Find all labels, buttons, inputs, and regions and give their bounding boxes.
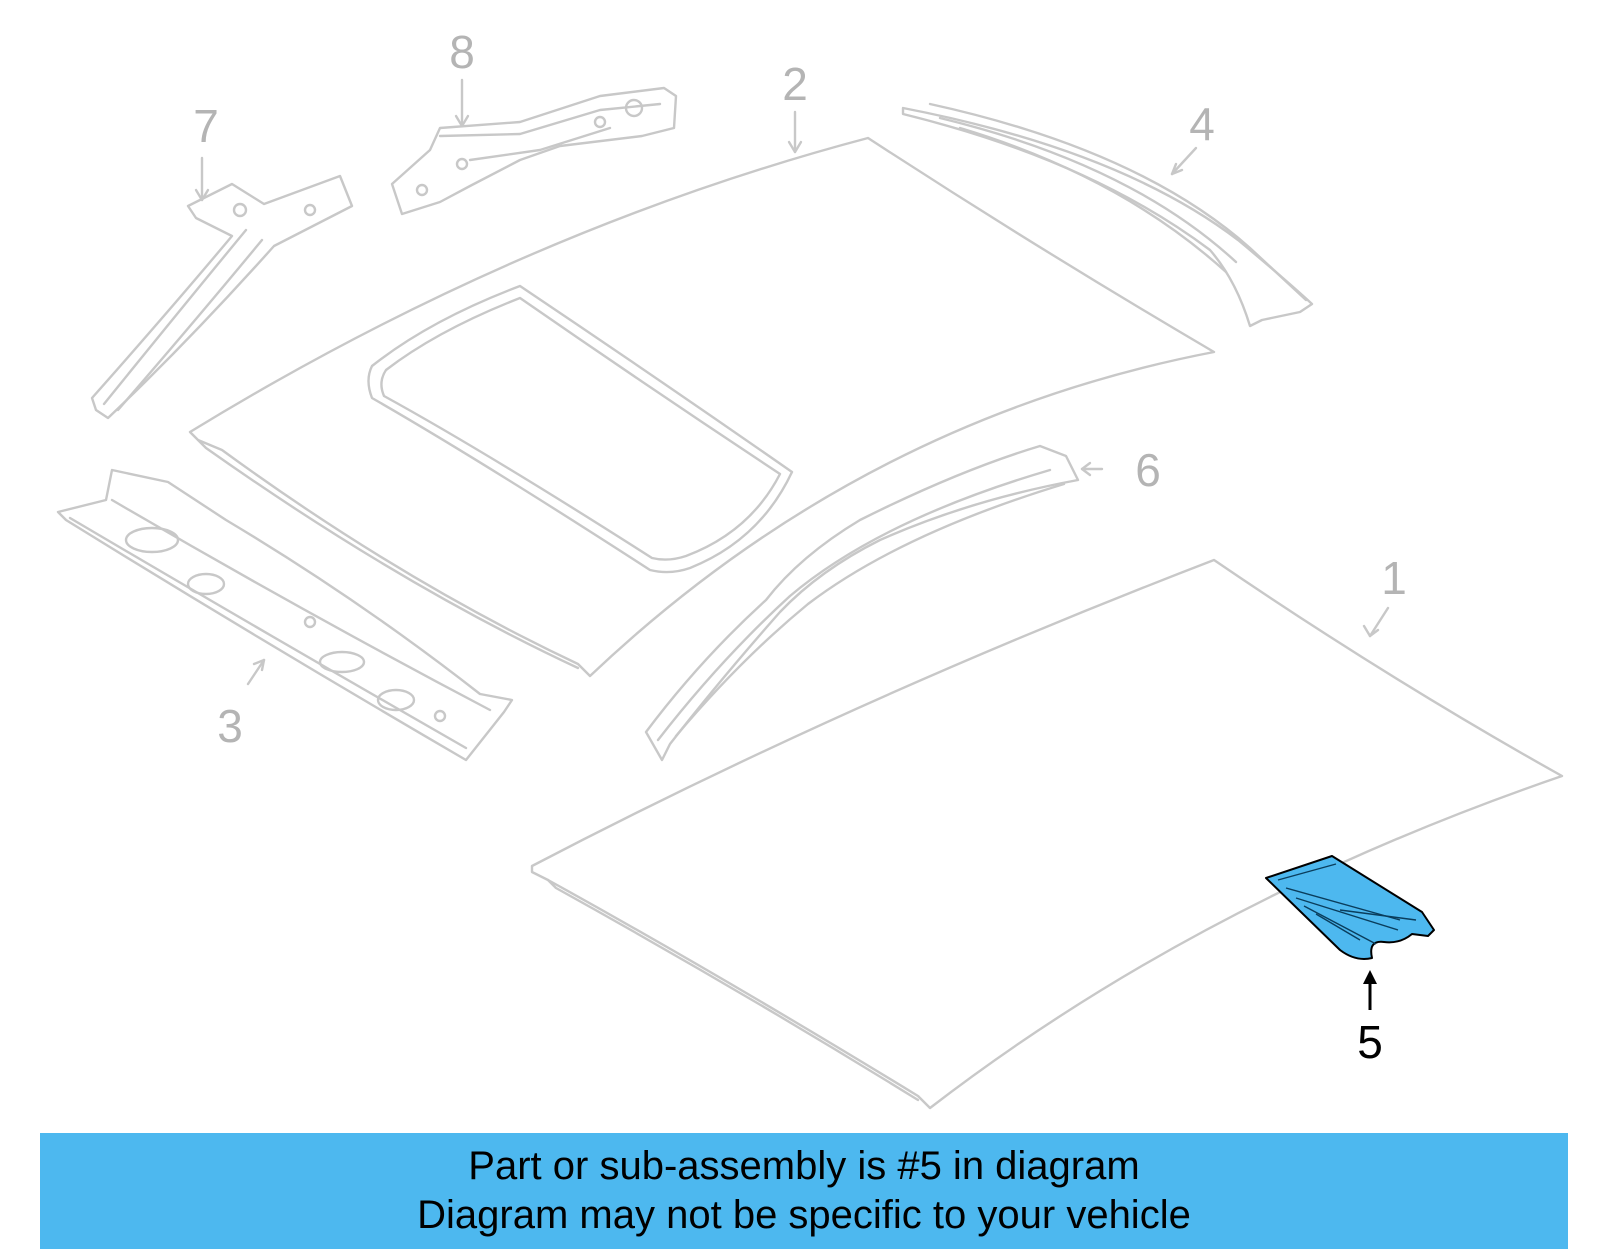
front-header-panel xyxy=(56,468,514,762)
info-banner: Part or sub-assembly is #5 in diagram Di… xyxy=(40,1133,1568,1249)
front-header-bracket xyxy=(390,86,678,216)
side-roof-rail xyxy=(644,444,1080,762)
leader-lines xyxy=(194,78,1390,686)
a-pillar-reinforcement xyxy=(90,174,354,420)
callout-5: 5 xyxy=(1357,1016,1383,1068)
callout-6: 6 xyxy=(1135,444,1161,496)
roof-panel-with-sunroof xyxy=(188,136,1216,678)
banner-line-1: Part or sub-assembly is #5 in diagram xyxy=(468,1144,1140,1188)
roof-panel xyxy=(530,558,1564,1110)
callout-3: 3 xyxy=(217,700,243,752)
callout-4: 4 xyxy=(1189,98,1215,150)
highlighted-part-5 xyxy=(1265,855,1435,1010)
callout-1: 1 xyxy=(1381,552,1407,604)
callout-7: 7 xyxy=(193,100,219,152)
callout-8: 8 xyxy=(449,26,475,78)
callout-2: 2 xyxy=(782,58,808,110)
rear-header-rail xyxy=(901,102,1314,328)
banner-line-2: Diagram may not be specific to your vehi… xyxy=(417,1193,1191,1237)
